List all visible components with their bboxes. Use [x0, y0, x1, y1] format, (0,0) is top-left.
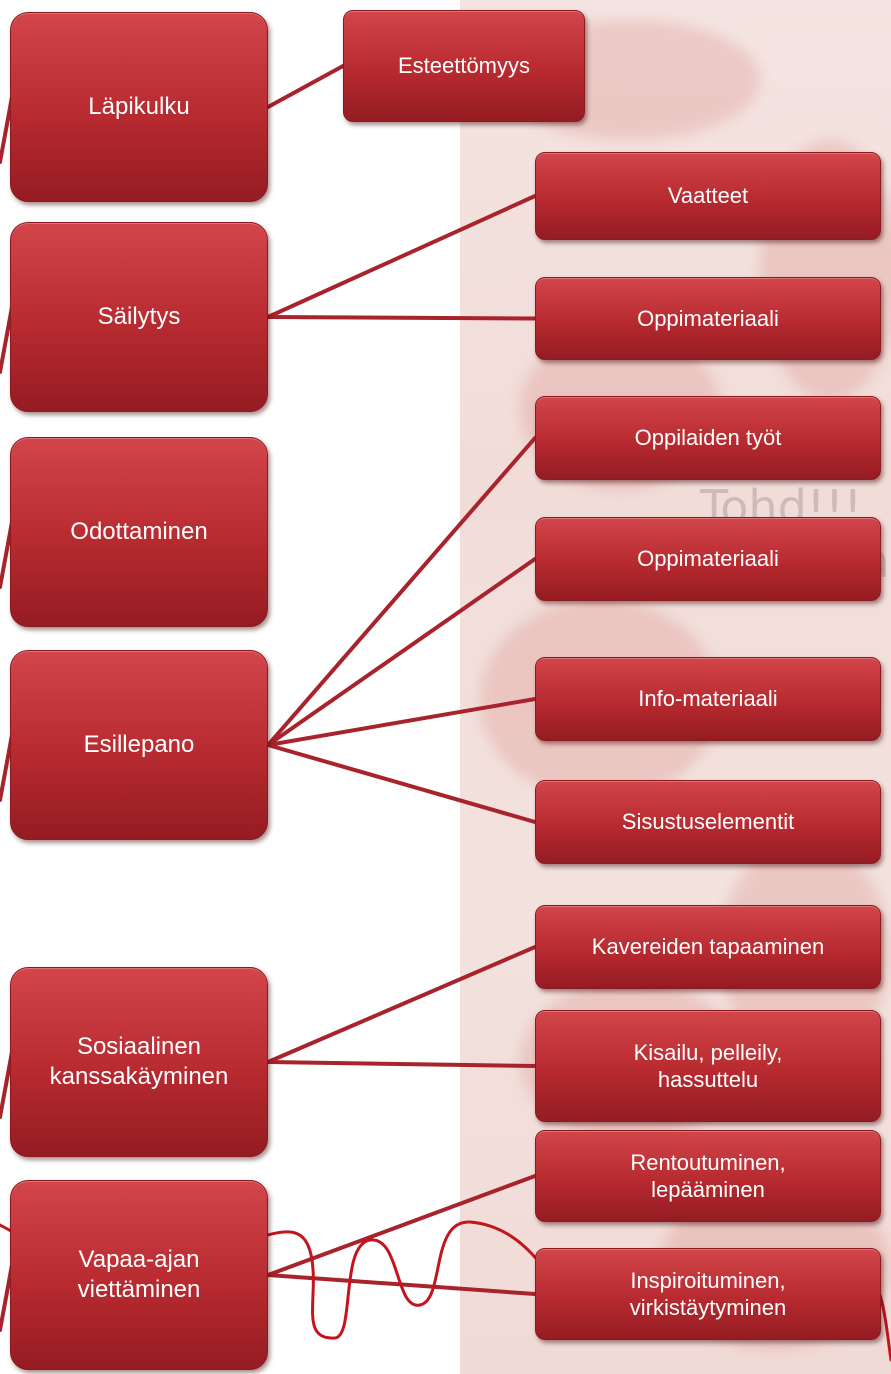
item-node-info-materiaali-label: Info-materiaali	[638, 686, 778, 712]
item-node-kavereiden-tapaaminen: Kavereiden tapaaminen	[535, 905, 881, 989]
item-node-oppimateriaali-1: Oppimateriaali	[535, 277, 881, 360]
item-node-kavereiden-tapaaminen-label: Kavereiden tapaaminen	[591, 934, 825, 960]
connector-sosiaalinen-kisailu	[266, 1060, 537, 1068]
category-node-sailytys-label: Säilytys	[97, 303, 181, 330]
category-node-sailytys: Säilytys	[10, 222, 268, 412]
item-node-rentoutuminen-label: Rentoutuminen, lepääminen	[630, 1149, 786, 1203]
item-node-kisailu: Kisailu, pelleily, hassuttelu	[535, 1010, 881, 1122]
item-node-oppilaiden-tyot-label: Oppilaiden työt	[634, 425, 782, 451]
connector-lapikulku-esteettomyys	[266, 64, 345, 109]
item-node-oppimateriaali-1-label: Oppimateriaali	[637, 305, 779, 331]
connector-sailytys-oppimateriaali-1	[266, 315, 537, 321]
category-node-odottaminen-label: Odottaminen	[70, 518, 208, 545]
item-node-esteettomyys-label: Esteettömyys	[397, 53, 531, 79]
item-node-vaatteet-label: Vaatteet	[667, 183, 749, 209]
connector-sosiaalinen-kavereiden-tapaaminen	[266, 945, 537, 1064]
category-node-esillepano-label: Esillepano	[83, 731, 195, 758]
item-node-inspiroituminen: Inspiroituminen, virkistäytyminen	[535, 1248, 881, 1340]
connector-sailytys-vaatteet	[266, 194, 537, 319]
item-node-vaatteet: Vaatteet	[535, 152, 881, 240]
connector-esillepano-oppilaiden-tyot	[266, 436, 537, 747]
connector-vapaa-aika-rentoutuminen	[266, 1174, 537, 1277]
category-node-vapaa-aika-label: Vapaa-ajan viettäminen	[77, 1246, 201, 1303]
category-node-odottaminen: Odottaminen	[10, 437, 268, 627]
category-node-sosiaalinen-label: Sosiaalinen kanssakäyminen	[49, 1033, 229, 1090]
item-node-oppimateriaali-2-label: Oppimateriaali	[637, 546, 779, 572]
item-node-kisailu-label: Kisailu, pelleily, hassuttelu	[633, 1039, 783, 1093]
item-node-rentoutuminen: Rentoutuminen, lepääminen	[535, 1130, 881, 1222]
category-node-sosiaalinen: Sosiaalinen kanssakäyminen	[10, 967, 268, 1157]
item-node-sisustuselementit-label: Sisustuselementit	[621, 809, 795, 835]
connector-esillepano-info-materiaali	[266, 697, 537, 747]
item-node-oppilaiden-tyot: Oppilaiden työt	[535, 396, 881, 480]
connector-esillepano-sisustuselementit	[266, 743, 537, 824]
item-node-oppimateriaali-2: Oppimateriaali	[535, 517, 881, 601]
connector-esillepano-oppimateriaali-2	[266, 557, 537, 747]
item-node-info-materiaali: Info-materiaali	[535, 657, 881, 741]
item-node-esteettomyys: Esteettömyys	[343, 10, 585, 122]
category-node-lapikulku-label: Läpikulku	[88, 93, 190, 120]
category-node-esillepano: Esillepano	[10, 650, 268, 840]
category-node-vapaa-aika: Vapaa-ajan viettäminen	[10, 1180, 268, 1370]
item-node-inspiroituminen-label: Inspiroituminen, virkistäytyminen	[629, 1267, 787, 1321]
category-node-lapikulku: Läpikulku	[10, 12, 268, 202]
item-node-sisustuselementit: Sisustuselementit	[535, 780, 881, 864]
